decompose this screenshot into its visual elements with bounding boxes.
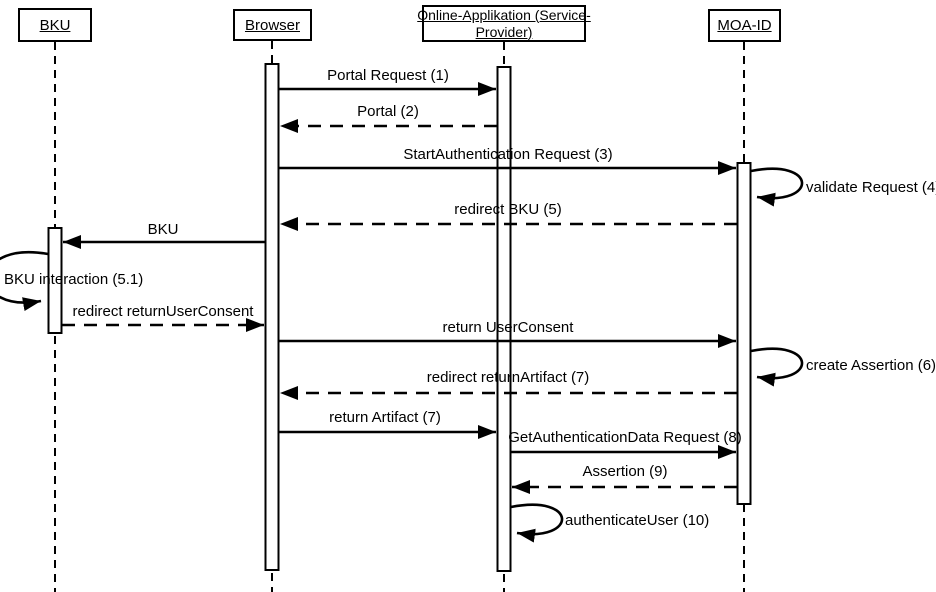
actor-box-online-applikation: Online-Applikation (Service- Provider) — [417, 5, 591, 42]
actor-box-moa-id: MOA-ID — [708, 9, 781, 42]
actor-box-browser: Browser — [233, 9, 312, 41]
message-label-bku-interaction: BKU interaction (5.1) — [4, 271, 144, 288]
message-label-redirect-returnuserconsent: redirect returnUserConsent — [72, 303, 254, 320]
message-label-startauthentication-request: StartAuthentication Request (3) — [403, 146, 613, 163]
online-applikation-activation-bar — [496, 66, 512, 572]
actor-label-moa-id: MOA-ID — [717, 17, 772, 34]
message-label-authenticateuser: authenticateUser (10) — [565, 512, 710, 529]
browser-activation-bar — [264, 63, 280, 571]
message-label-getauthenticationdata-request: GetAuthenticationData Request (8) — [508, 429, 742, 446]
message-label-redirect-bku: redirect BKU (5) — [454, 201, 562, 218]
loop-create-assertion — [750, 347, 804, 387]
message-label-bku: BKU — [147, 221, 179, 238]
message-label-assertion: Assertion (9) — [582, 463, 668, 480]
message-label-create-assertion: create Assertion (6) — [806, 357, 936, 374]
message-label-portal: Portal (2) — [357, 103, 419, 120]
loop-validate-request — [750, 167, 804, 207]
actor-label-browser: Browser — [244, 16, 300, 34]
message-label-portal-request: Portal Request (1) — [327, 67, 449, 84]
loop-authenticateuser — [510, 503, 564, 543]
message-label-return-artifact: return Artifact (7) — [329, 409, 441, 426]
actor-label-online-applikation-line1: Online-Applikation (Service- — [417, 6, 591, 23]
actor-label-online-applikation-line2: Provider) — [475, 23, 533, 40]
message-label-return-userconsent: return UserConsent — [442, 319, 574, 336]
moa-id-activation-bar — [736, 162, 752, 505]
message-label-redirect-returnartifact: redirect returnArtifact (7) — [426, 369, 590, 386]
loop-bku-interaction — [0, 251, 49, 312]
actor-label-bku: BKU — [39, 16, 71, 34]
message-label-validate-request: validate Request (4) — [806, 179, 936, 196]
actor-box-bku: BKU — [18, 8, 92, 42]
bku-activation-bar — [47, 227, 63, 334]
